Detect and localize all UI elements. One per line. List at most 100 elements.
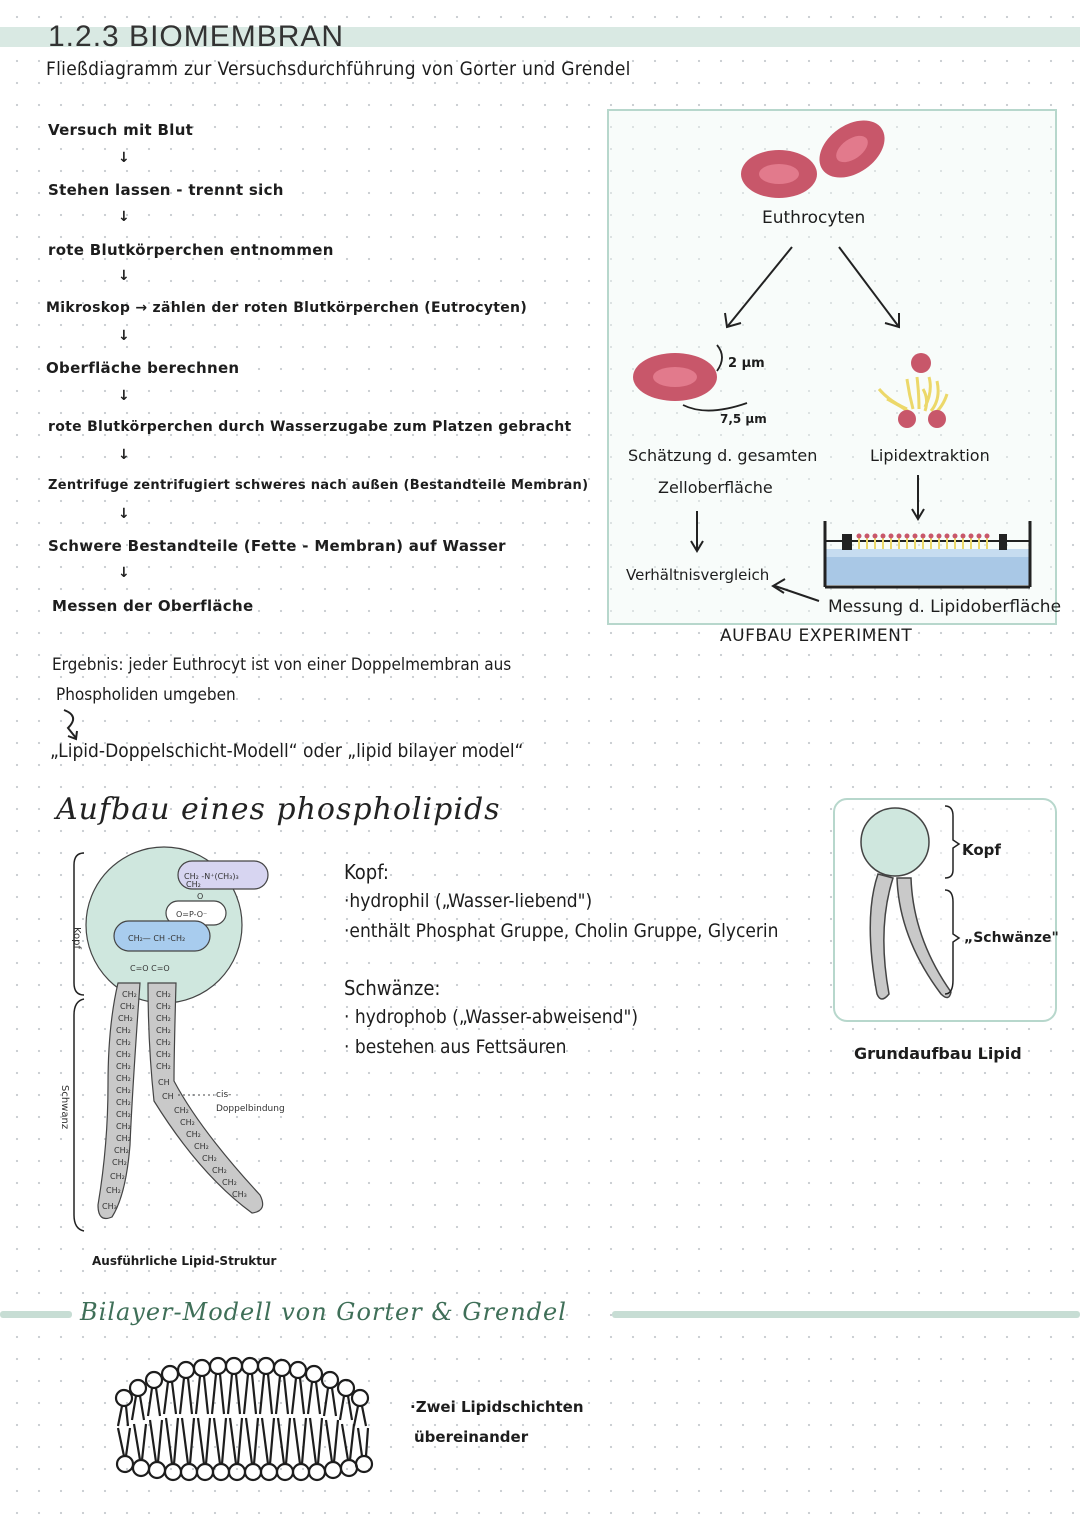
cis-label: cis- — [216, 1090, 231, 1100]
svg-text:CH₃: CH₃ — [232, 1190, 247, 1199]
choline-group-icon — [177, 860, 269, 890]
flow-step: rote Blutkörperchen entnommen — [48, 241, 334, 259]
label-measure: Messung d. Lipidoberfläche — [828, 597, 1062, 617]
down-arrow-icon: ↓ — [118, 328, 130, 344]
schwanz-side-label: Schwanz — [59, 1085, 70, 1129]
schwanz-bracket-icon — [73, 998, 85, 1232]
tail-icon — [869, 873, 894, 1000]
width-bracket-icon — [682, 402, 748, 412]
svg-text:CH₂: CH₂ — [156, 1062, 171, 1071]
section-heading: Aufbau eines phospholipids — [56, 792, 501, 827]
divider-line — [612, 1311, 1080, 1318]
kopf-info-line: ·hydrophil („Wasser-liebend") — [344, 890, 593, 912]
kopf-bracket-icon — [73, 852, 85, 996]
lipid-basic-drawing — [860, 805, 961, 1000]
svg-text:CH₂: CH₂ — [116, 1110, 131, 1119]
experiment-caption: AUFBAU EXPERIMENT — [720, 626, 913, 646]
bilayer-note-1: ·Zwei Lipidschichten — [410, 1398, 584, 1416]
svg-text:CH₂: CH₂ — [116, 1098, 131, 1107]
svg-text:CH₂: CH₂ — [116, 1026, 131, 1035]
flow-step: Zentrifuge zentrifugiert schweres nach a… — [48, 478, 589, 493]
down-arrow-icon: ↓ — [118, 506, 130, 522]
chemical-labels: CH₂ -N⁺(CH₃)₃ CH₂ O O=P-O⁻ CH₂— CH -CH₂ … — [102, 872, 247, 1211]
kopf-heading: Kopf: — [344, 860, 389, 884]
bilayer-membrane-icon — [114, 1356, 374, 1482]
kopf-info-line: ·enthält Phosphat Gruppe, Cholin Gruppe,… — [344, 920, 779, 942]
lipid-extraction-icon — [877, 353, 949, 428]
svg-text:CH₂: CH₂ — [186, 1130, 201, 1139]
svg-text:CH₂: CH₂ — [118, 1014, 133, 1023]
svg-text:CH₂: CH₂ — [116, 1074, 131, 1083]
svg-text:CH₃: CH₃ — [102, 1202, 117, 1211]
svg-text:CH₂: CH₂ — [116, 1050, 131, 1059]
svg-text:O=P-O⁻: O=P-O⁻ — [176, 910, 207, 919]
result-line-2: Phospholiden umgeben — [56, 685, 236, 705]
flow-step: Oberfläche berechnen — [46, 359, 240, 377]
down-arrow-icon: ↓ — [118, 388, 130, 404]
glycerol-group-icon — [113, 920, 211, 952]
erythrocyte-icon — [819, 120, 885, 178]
bilayer-heading: Bilayer-Modell von Gorter & Grendel — [80, 1298, 567, 1326]
svg-text:CH₂: CH₂ — [194, 1142, 209, 1151]
svg-text:CH₂: CH₂ — [116, 1086, 131, 1095]
svg-text:CH: CH — [162, 1092, 174, 1101]
svg-text:CH₂: CH₂ — [106, 1186, 121, 1195]
bilayer-note-2: übereinander — [414, 1428, 529, 1446]
svg-text:CH: CH — [158, 1078, 170, 1087]
svg-text:CH₂: CH₂ — [212, 1166, 227, 1175]
curved-arrow-icon — [63, 709, 78, 741]
svg-text:CH₂: CH₂ — [116, 1122, 131, 1131]
svg-text:CH₂: CH₂ — [174, 1106, 189, 1115]
experiment-drawing — [633, 120, 1032, 602]
schwanz-info-line: · hydrophob („Wasser-abweisend") — [344, 1006, 639, 1028]
flow-step: Messen der Oberfläche — [52, 597, 254, 615]
flow-step: Mikroskop → zählen der roten Blutkörperc… — [46, 300, 528, 316]
schwanz-heading: Schwänze: — [344, 976, 441, 1000]
kopf-bracket-icon — [944, 805, 961, 879]
down-arrow-icon: ↓ — [118, 268, 130, 284]
label-width: 7,5 µm — [720, 412, 767, 426]
fatty-acid-tail-icon — [147, 982, 264, 1214]
svg-text:CH₂: CH₂ — [116, 1038, 131, 1047]
svg-text:CH₂: CH₂ — [222, 1178, 237, 1187]
down-arrow-icon: ↓ — [118, 447, 130, 463]
label-height: 2 µm — [728, 356, 765, 371]
svg-text:CH₂: CH₂ — [186, 880, 201, 889]
erythrocyte-icon — [741, 150, 817, 198]
title-band — [0, 27, 1080, 47]
cis-label: Doppelbindung — [216, 1104, 285, 1114]
svg-text:CH₂: CH₂ — [180, 1118, 195, 1127]
kopf-side-label: Kopf — [71, 927, 82, 950]
svg-text:CH₂: CH₂ — [122, 990, 137, 999]
left-arrow-icon — [774, 585, 820, 602]
svg-text:CH₂: CH₂ — [156, 1026, 171, 1035]
svg-text:O: O — [197, 892, 203, 901]
down-arrow-icon: ↓ — [118, 209, 130, 225]
lipid-schwaenze-label: „Schwänze" — [964, 930, 1059, 946]
head-icon — [860, 807, 930, 877]
svg-text:CH₂: CH₂ — [156, 1038, 171, 1047]
result-model: „Lipid-Doppelschicht-Modell“ oder „lipid… — [50, 740, 524, 762]
erythrocyte-icon — [633, 353, 717, 401]
label-euthrocyten: Euthrocyten — [762, 208, 866, 228]
svg-text:CH₂: CH₂ — [112, 1158, 127, 1167]
svg-text:CH₂: CH₂ — [156, 990, 171, 999]
height-bracket-icon — [716, 344, 723, 372]
schwanz-bracket-icon — [944, 889, 961, 995]
flow-step: Versuch mit Blut — [48, 121, 194, 139]
svg-text:CH₂: CH₂ — [202, 1154, 217, 1163]
svg-text:CH₂: CH₂ — [114, 1146, 129, 1155]
fatty-acid-tail-icon — [97, 982, 141, 1220]
lipid-kopf-label: Kopf — [962, 841, 1001, 859]
label-estimate: Schätzung d. gesamten — [628, 446, 818, 465]
down-arrow-icon: ↓ — [118, 565, 130, 581]
result-line-1: Ergebnis: jeder Euthrocyt ist von einer … — [52, 655, 512, 675]
flow-step: Schwere Bestandteile (Fette - Membran) a… — [48, 537, 506, 555]
label-cell-surface: Zelloberfläche — [658, 478, 773, 497]
page-title: 1.2.3 BIOMEMBRAN — [48, 20, 345, 53]
structure-caption: Ausführliche Lipid-Struktur — [92, 1254, 277, 1268]
lipid-basic-caption: Grundaufbau Lipid — [854, 1044, 1022, 1063]
page-subtitle: Fließdiagramm zur Versuchsdurchführung v… — [46, 58, 631, 80]
split-arrows-icon — [724, 246, 900, 329]
tail-icon — [896, 877, 952, 999]
